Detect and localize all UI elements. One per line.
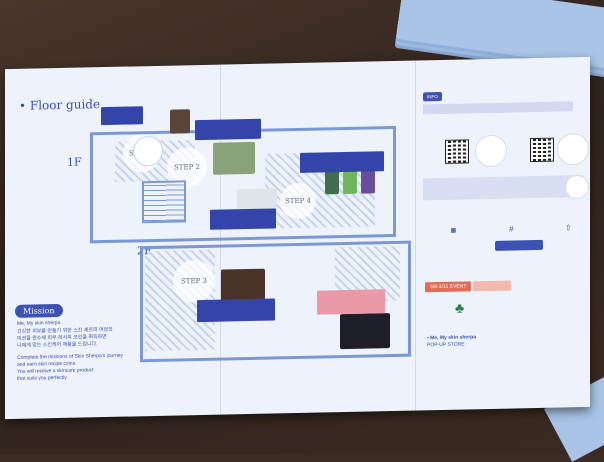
brand-logo xyxy=(557,132,589,166)
photo-bar-display xyxy=(221,268,265,302)
floor-guide-title: • Floor guide xyxy=(19,97,101,113)
stairs xyxy=(142,180,186,224)
mission-subtitle: Me, My skin sherpa xyxy=(17,319,61,327)
hashtag-pill xyxy=(495,239,543,251)
qr-code xyxy=(445,139,469,164)
photo-plant-display xyxy=(213,141,255,175)
qr-code xyxy=(530,137,554,163)
step-1-tag xyxy=(101,106,143,126)
event-tag xyxy=(317,289,385,315)
brand-logo xyxy=(565,174,589,200)
mission-badge: Mission xyxy=(15,303,63,318)
event-badge: 3/8-3/31 EVENT xyxy=(425,281,472,293)
brand-logo xyxy=(475,134,507,168)
photo-dark-booth xyxy=(340,313,390,350)
info-header: INFO xyxy=(423,91,442,102)
floor-1f-label: 1F xyxy=(67,155,82,169)
step-4-tag xyxy=(300,151,384,173)
step-tag xyxy=(210,208,276,230)
info-text-block xyxy=(423,101,573,115)
mission-text-en-4: that suits you perfectly. xyxy=(17,374,68,382)
step-2-tag xyxy=(195,118,261,141)
fold-line xyxy=(415,60,416,411)
clover-icon: ♣ xyxy=(455,299,465,316)
event-sub-badge xyxy=(473,280,511,292)
footer-subtitle: POP-UP STORE xyxy=(427,341,465,349)
hashtag-icon: # xyxy=(509,224,514,234)
brochure: • Floor guide 1F 2F STEP 1 STEP 2 STEP 4… xyxy=(5,56,590,420)
upload-icon: ⇧ xyxy=(565,223,572,233)
info-text-block xyxy=(423,175,583,201)
step-3-tag xyxy=(197,298,275,323)
mission-text-ko-3: 나에게 맞는 스킨케어 제품을 드립니다. xyxy=(17,341,98,349)
camera-icon: ◙ xyxy=(451,225,456,235)
photo-wall xyxy=(170,109,190,134)
